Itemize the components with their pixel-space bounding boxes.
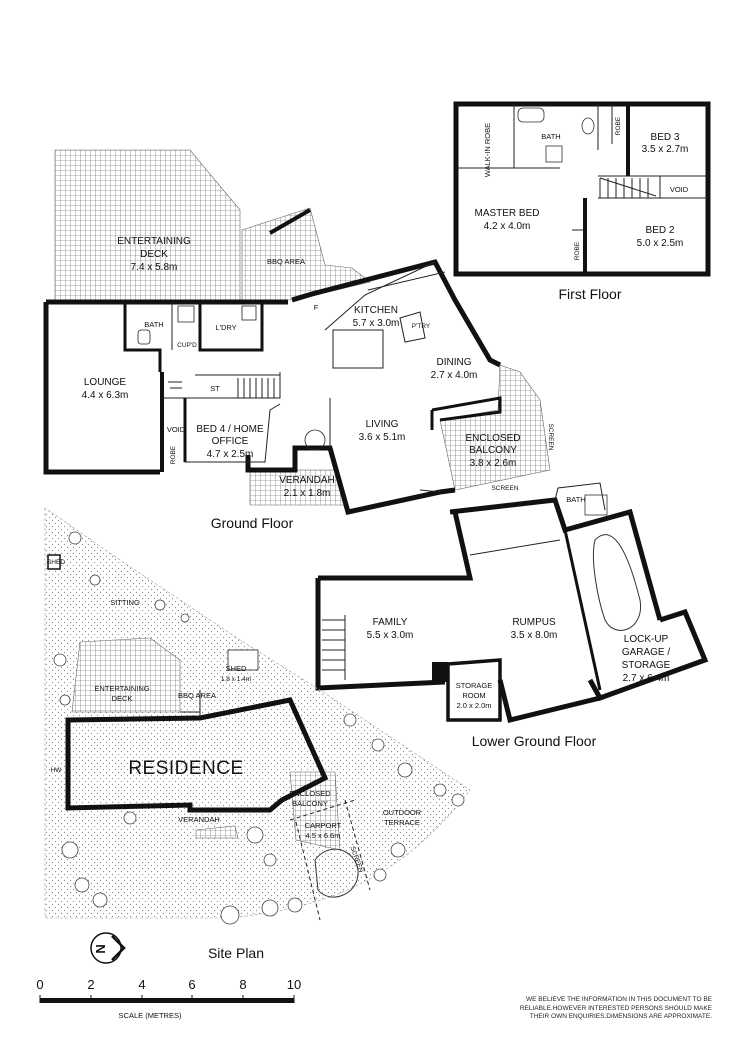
ff-robe-label: ROBE (615, 116, 622, 135)
ff-walk-in-robe-label: WALK-IN ROBE (483, 123, 492, 177)
site-outdoor-label-1: OUTDOOR (383, 808, 422, 817)
ff-bed2-label: BED 2 (646, 225, 675, 236)
scale-tick-8: 8 (239, 977, 246, 992)
lg-garage-label-1: LOCK-UP (624, 634, 669, 645)
scale-bar: 0 2 4 6 8 10 SCALE (METRES) (36, 977, 301, 1020)
lower-ground-floor-plan: BATH FAMILY 5.5 x 3.0m RUMPUS 3.5 x 8.0m… (315, 482, 709, 749)
lg-family-label: FAMILY (373, 617, 408, 628)
lg-storage-label-1: STORAGE (456, 681, 493, 690)
gf-deck-label-1: ENTERTAINING (117, 236, 191, 247)
lg-storage-label-2: ROOM (462, 691, 485, 700)
gf-bed4-dim: 4.7 x 2.5m (207, 449, 254, 460)
site-carport-dim: 4.5 x 6.6m (305, 831, 340, 840)
disclaimer-text: WE BELIEVE THE INFORMATION IN THIS DOCUM… (519, 996, 712, 1020)
lg-bath-label: BATH (566, 495, 585, 504)
scale-tick-10: 10 (287, 977, 301, 992)
ff-bed2-dim: 5.0 x 2.5m (637, 238, 684, 249)
gf-laundry-label: L'DRY (215, 323, 236, 332)
gf-screen2-label: SCREEN (491, 485, 518, 492)
site-residence-label: RESIDENCE (128, 758, 243, 779)
gf-void-label: VOID (167, 425, 186, 434)
gf-enclosed-label-2: BALCONY (469, 445, 517, 456)
scale-tick-6: 6 (188, 977, 195, 992)
site-carport-label: CARPORT (305, 821, 342, 830)
site-plan: SHED SITTING ENTERTAINING DECK SHED 1.8 … (44, 507, 471, 961)
gf-lounge-dim: 4.4 x 6.3m (82, 390, 129, 401)
site-bbq-label: BBQ AREA (178, 691, 216, 700)
ff-robe2-label: ROBE (574, 241, 581, 260)
site-sitting-label: SITTING (110, 598, 140, 607)
lg-storage-dim: 2.0 x 2.0m (456, 701, 491, 710)
site-deck-label-1: ENTERTAINING (94, 684, 149, 693)
ff-bed3-dim: 3.5 x 2.7m (642, 144, 689, 155)
scale-tick-0: 0 (36, 977, 43, 992)
lg-garage-dim: 2.7 x 6.4m (623, 673, 670, 684)
gf-storage-label: ST (210, 384, 220, 393)
site-enclosed-label-1: ENCLOSED (289, 789, 331, 798)
ff-bed3-label: BED 3 (651, 132, 680, 143)
gf-pantry-label: P'TRY (412, 323, 431, 330)
gf-verandah-label: VERANDAH (279, 475, 335, 486)
first-floor-plan: WALK-IN ROBE BATH ROBE BED 3 3.5 x 2.7m … (453, 101, 711, 302)
gf-living-label: LIVING (366, 419, 399, 430)
lower-ground-floor-title: Lower Ground Floor (472, 733, 597, 749)
north-arrow: N (90, 932, 126, 964)
lg-rumpus-dim: 3.5 x 8.0m (511, 630, 558, 641)
gf-cupboard-label: CUP'D (177, 342, 197, 349)
ground-floor-plan: ENTERTAINING DECK 7.4 x 5.8m BBQ AREA KI… (43, 149, 554, 531)
site-shed-small-label: SHED (47, 559, 65, 566)
site-hw-label: HW (51, 767, 63, 774)
gf-kitchen-label: KITCHEN (354, 305, 398, 316)
site-shed-label: SHED (226, 664, 247, 673)
gf-living-dim: 3.6 x 5.1m (359, 432, 406, 443)
ff-master-label: MASTER BED (474, 208, 539, 219)
gf-dining-label: DINING (437, 357, 472, 368)
gf-bbq-label: BBQ AREA (267, 257, 305, 266)
north-arrow-label: N (93, 944, 108, 953)
ff-void-label: VOID (670, 185, 689, 194)
gf-screen-label: SCREEN (547, 423, 554, 450)
site-shed-dim: 1.8 x 1.4m (221, 676, 251, 683)
gf-fridge-label: F (314, 303, 319, 312)
gf-robe-label: ROBE (170, 445, 177, 464)
site-enclosed-label-2: BALCONY (292, 799, 328, 808)
gf-kitchen-dim: 5.7 x 3.0m (353, 318, 400, 329)
site-deck-label-2: DECK (112, 694, 133, 703)
gf-dining-dim: 2.7 x 4.0m (431, 370, 478, 381)
scale-tick-2: 2 (87, 977, 94, 992)
gf-bed4-label-2: OFFICE (212, 436, 249, 447)
site-plants (53, 531, 465, 925)
gf-deck-dim: 7.4 x 5.8m (131, 262, 178, 273)
scale-label: SCALE (METRES) (119, 1011, 182, 1020)
lg-garage-label-3: STORAGE (622, 660, 671, 671)
ff-master-dim: 4.2 x 4.0m (484, 221, 531, 232)
first-floor-title: First Floor (559, 286, 622, 302)
site-verandah-label: VERANDAH (178, 815, 220, 824)
lg-rumpus-label: RUMPUS (512, 617, 556, 628)
ff-bath-label: BATH (541, 132, 560, 141)
ground-floor-title: Ground Floor (211, 515, 294, 531)
gf-bath-label: BATH (144, 320, 163, 329)
scale-tick-4: 4 (138, 977, 145, 992)
gf-enclosed-label-1: ENCLOSED (465, 433, 520, 444)
gf-lounge-label: LOUNGE (84, 377, 127, 388)
gf-enclosed-dim: 3.8 x 2.6m (470, 458, 517, 469)
gf-deck-label-2: DECK (140, 249, 168, 260)
gf-bed4-label-1: BED 4 / HOME (196, 424, 264, 435)
lg-garage-label-2: GARAGE / (622, 647, 671, 658)
gf-verandah-dim: 2.1 x 1.8m (284, 488, 331, 499)
site-plan-title: Site Plan (208, 945, 264, 961)
lg-family-dim: 5.5 x 3.0m (367, 630, 414, 641)
site-outdoor-label-2: TERRACE (384, 818, 420, 827)
